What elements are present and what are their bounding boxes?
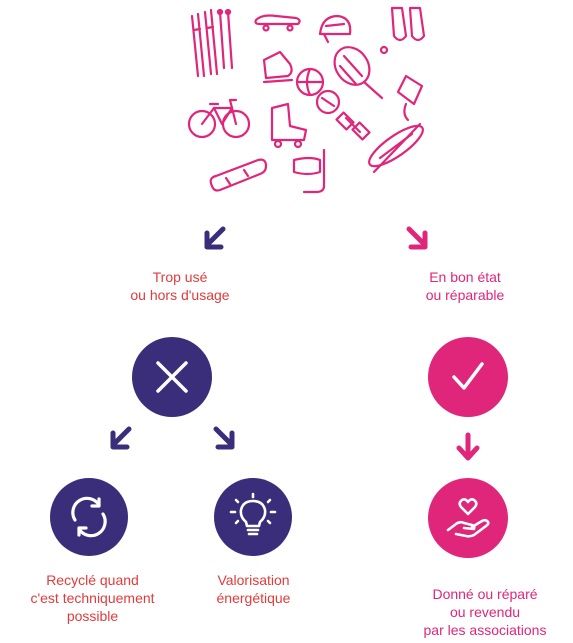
ice-skate-icon [262, 50, 294, 84]
skateboard-icon [254, 14, 301, 32]
snorkel-mask-icon [292, 148, 326, 194]
lightbulb-circle [214, 478, 292, 556]
flippers-icon [390, 6, 426, 42]
bicycle-icon [187, 98, 251, 139]
arrow-down-right-icon [213, 426, 235, 450]
arrow-down-icon [456, 432, 480, 461]
roller-skate-icon [270, 102, 308, 149]
worn-out-label: Trop usé ou hors d'usage [130, 269, 230, 303]
lightbulb-icon [229, 492, 277, 536]
heart-hand-icon [446, 498, 490, 538]
good-condition-label: En bon état ou réparable [425, 269, 505, 303]
donated-label: Donné ou réparé ou revendu par les assoc… [423, 586, 547, 638]
tennis-racket-icon [333, 45, 389, 100]
recycle-circle [50, 478, 128, 556]
cross-circle [132, 337, 212, 417]
heart-hand-circle [428, 478, 508, 558]
arrow-down-left-icon [204, 226, 226, 250]
cross-icon [156, 361, 188, 393]
skis-icon [190, 8, 234, 78]
kayak-icon [368, 122, 424, 174]
recycle-icon [71, 496, 107, 538]
energy-recovery-label: Valorisation énergétique [216, 572, 291, 606]
sports-equipment-illustration [187, 6, 426, 194]
kite-icon [396, 74, 424, 122]
helmet-icon [318, 14, 352, 44]
checkmark-circle [428, 337, 508, 417]
snowboard-icon [209, 158, 268, 192]
recycled-label: Recyclé quand c'est techniquement possib… [30, 572, 155, 624]
dumbbell-icon [335, 111, 371, 141]
ball-icon [295, 67, 341, 115]
arrow-down-right-icon [406, 226, 428, 250]
arrow-down-left-icon [110, 426, 132, 450]
checkmark-icon [452, 362, 484, 390]
